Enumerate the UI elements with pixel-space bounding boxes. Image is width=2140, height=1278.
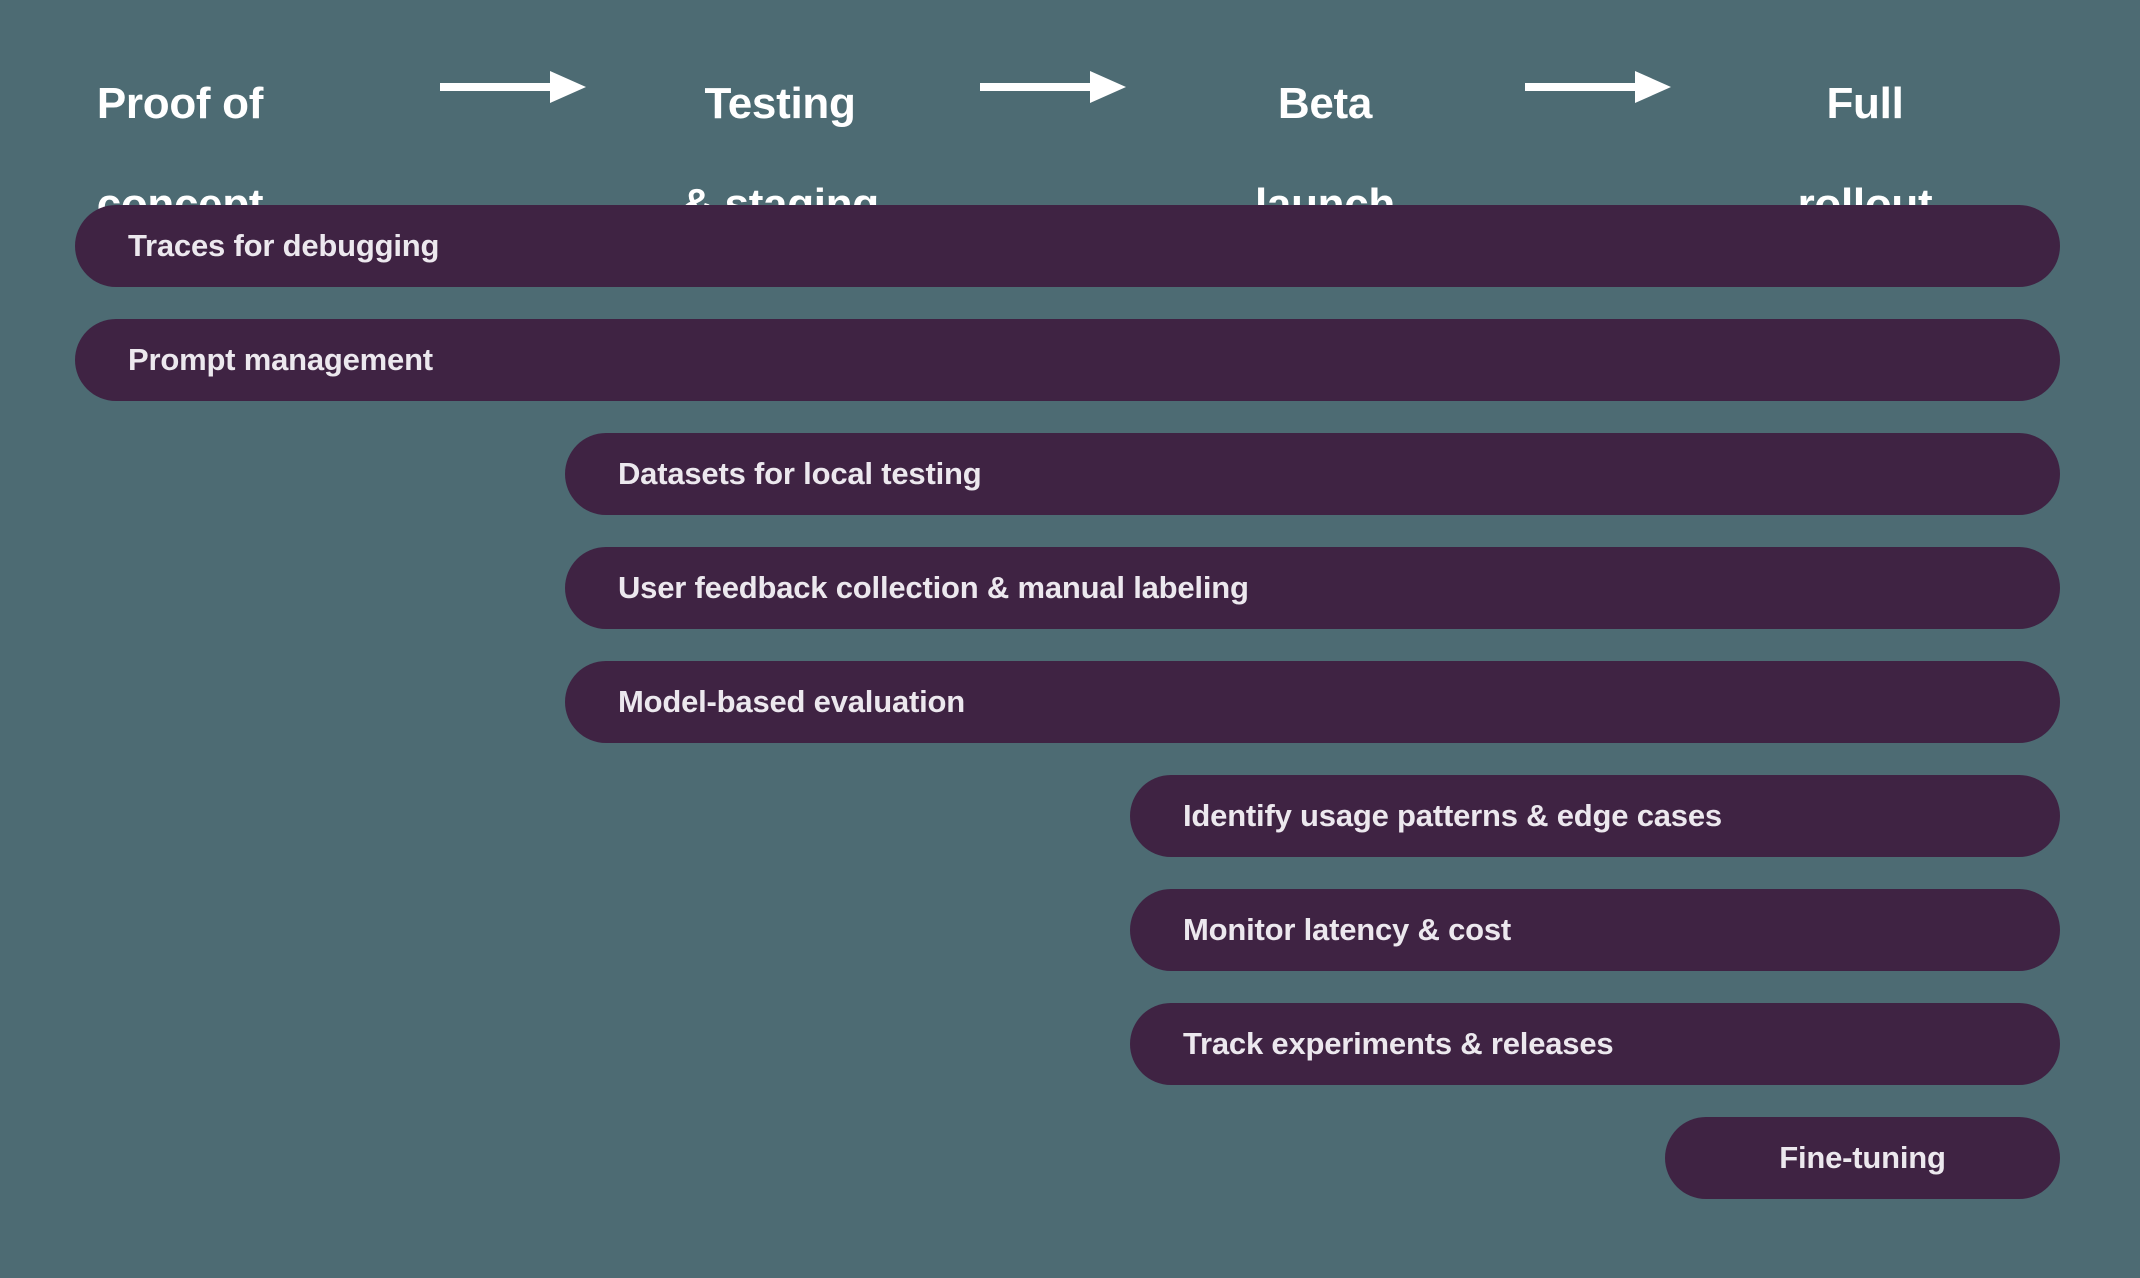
capability-bar-label: Track experiments & releases bbox=[1183, 1026, 1614, 1061]
arrow-right-icon bbox=[440, 67, 590, 107]
stage-label-line1: Full bbox=[1826, 78, 1904, 128]
capability-bar[interactable]: Datasets for local testing bbox=[565, 433, 2060, 515]
capability-bar[interactable]: Monitor latency & cost bbox=[1130, 889, 2060, 971]
arrow-right-icon bbox=[980, 67, 1130, 107]
capability-bar[interactable]: User feedback collection & manual labeli… bbox=[565, 547, 2060, 629]
capability-bar-label: Traces for debugging bbox=[128, 228, 440, 263]
capability-bar[interactable]: Model-based evaluation bbox=[565, 661, 2060, 743]
capability-bar-label: Datasets for local testing bbox=[618, 456, 982, 491]
capability-bar[interactable]: Fine-tuning bbox=[1665, 1117, 2060, 1199]
capability-bar[interactable]: Identify usage patterns & edge cases bbox=[1130, 775, 2060, 857]
capability-bar-label: Identify usage patterns & edge cases bbox=[1183, 798, 1722, 833]
capability-bar-label: Prompt management bbox=[128, 342, 433, 377]
stage-label-line1: Beta bbox=[1277, 78, 1373, 128]
capability-bar-label: Monitor latency & cost bbox=[1183, 912, 1512, 947]
stage-label-line1: Testing bbox=[704, 78, 856, 128]
capability-bar[interactable]: Prompt management bbox=[75, 319, 2060, 401]
arrow-right-icon bbox=[1525, 67, 1675, 107]
capability-bar-label: Model-based evaluation bbox=[618, 684, 965, 719]
stage-label-line1: Proof of bbox=[96, 78, 264, 128]
capability-bar[interactable]: Track experiments & releases bbox=[1130, 1003, 2060, 1085]
capability-bar[interactable]: Traces for debugging bbox=[75, 205, 2060, 287]
capability-bar-label: User feedback collection & manual labeli… bbox=[618, 570, 1249, 605]
capability-bar-label: Fine-tuning bbox=[1779, 1140, 1946, 1175]
